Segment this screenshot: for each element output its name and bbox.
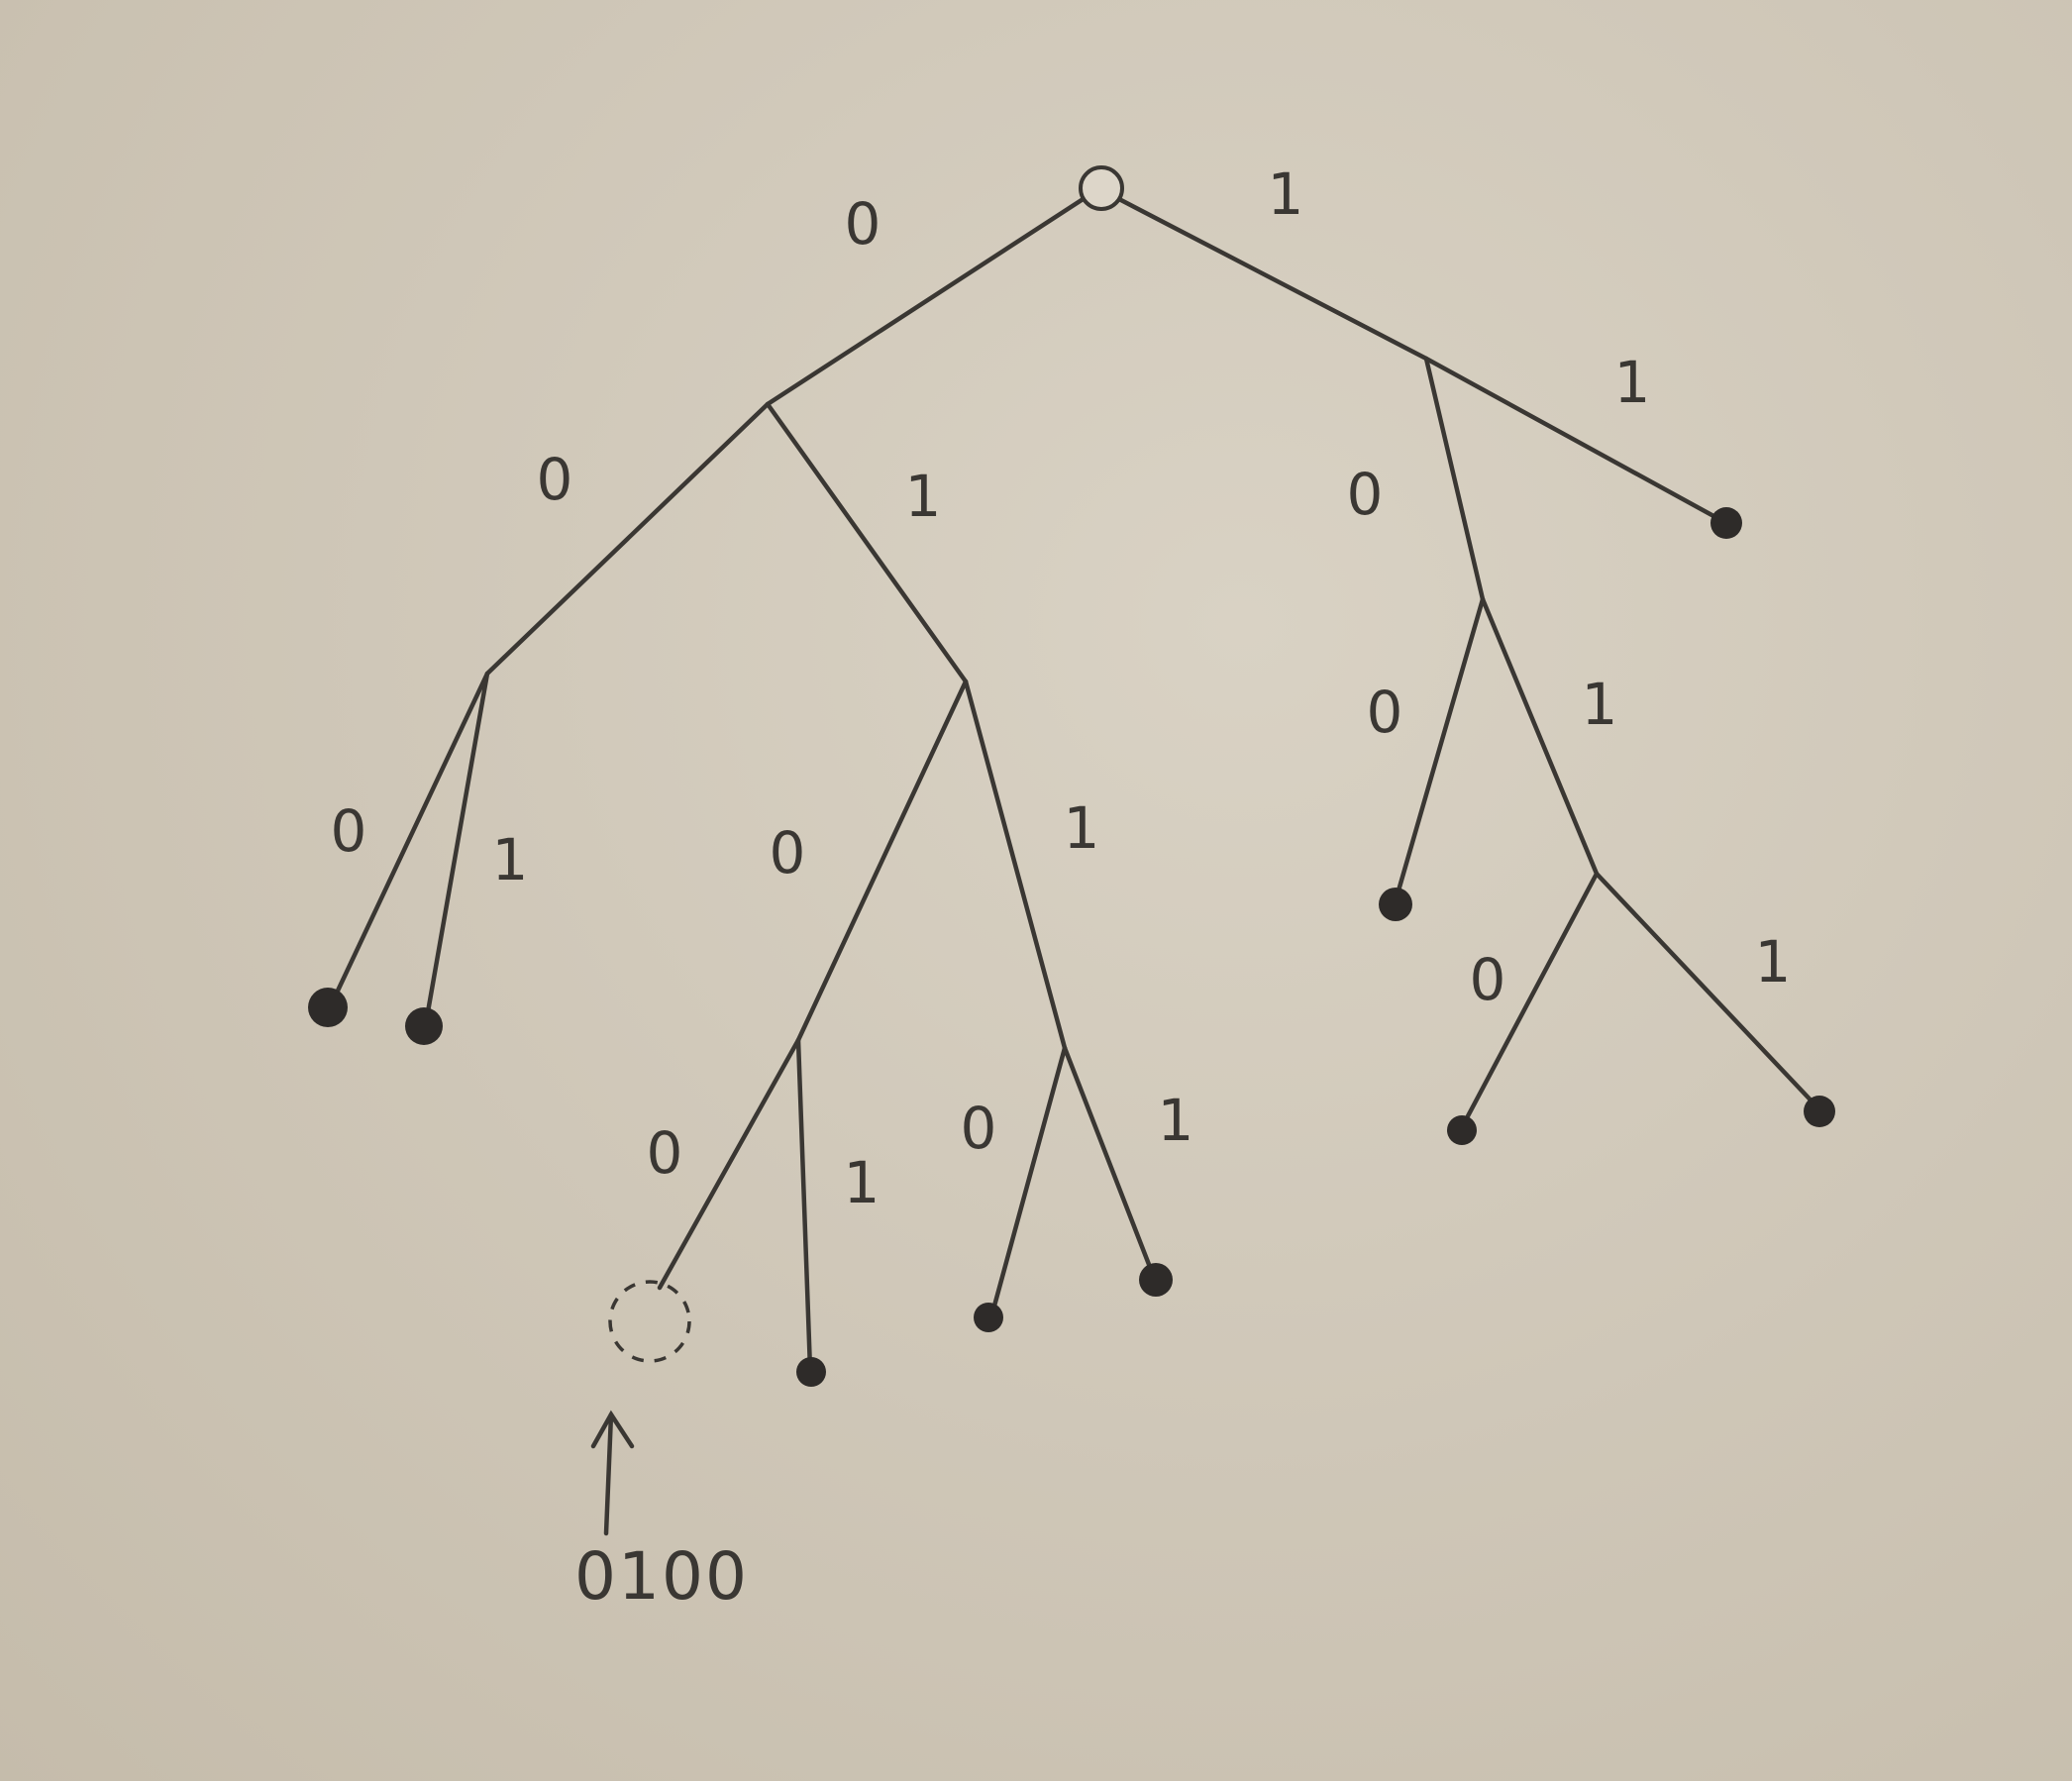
- edge-010-to-0100: [657, 1037, 801, 1291]
- edge-01-to-010: [795, 679, 969, 1043]
- leaf-node-1011: [1804, 1096, 1835, 1127]
- edge-labels: 0 1 0 1 0 1 0 1 0 1 0 1 0 1 0 1 0 1: [331, 160, 1792, 1216]
- edge-10-to-101: [1480, 596, 1600, 877]
- label-n0-right: 1: [905, 463, 942, 530]
- edge-101-to-1011: [1594, 871, 1822, 1112]
- label-n1-right: 1: [1614, 349, 1651, 416]
- edge-011-to-0111: [1062, 1045, 1158, 1283]
- edge-0-to-01: [765, 401, 969, 684]
- label-n101-right: 1: [1755, 928, 1792, 995]
- edge-010-to-0101: [795, 1037, 813, 1373]
- label-n01-right: 1: [1064, 794, 1100, 862]
- leaf-node-0110: [974, 1303, 1003, 1332]
- label-n101-left: 0: [1470, 946, 1506, 1013]
- leaf-node-0111: [1139, 1263, 1173, 1297]
- annotation: 0100: [574, 1410, 749, 1615]
- missing-node-0100: [608, 1280, 691, 1363]
- leaf-node-1010: [1447, 1115, 1477, 1145]
- leaf-node-11: [1710, 507, 1742, 539]
- tree-edges: [328, 195, 1822, 1373]
- edge-00-to-001: [423, 671, 490, 1026]
- leaf-node-001: [405, 1007, 443, 1045]
- label-n010-right: 1: [844, 1149, 881, 1216]
- label-root-right: 1: [1268, 160, 1304, 228]
- root-node: [1079, 165, 1124, 211]
- label-n10-right: 1: [1582, 671, 1618, 738]
- label-n0-left: 0: [537, 446, 573, 513]
- label-n1-left: 0: [1347, 461, 1384, 528]
- edge-1-to-11: [1423, 356, 1729, 526]
- edge-0-to-00: [484, 401, 771, 677]
- arrow-head: [590, 1410, 635, 1449]
- label-n00-right: 1: [492, 826, 529, 893]
- arrow-shaft: [603, 1412, 614, 1536]
- label-n011-right: 1: [1158, 1087, 1194, 1154]
- edge-01-to-011: [963, 679, 1068, 1051]
- edge-10-to-100: [1392, 596, 1486, 907]
- edge-1-to-10: [1423, 356, 1486, 602]
- label-n01-left: 0: [770, 819, 806, 887]
- edge-root-to-0: [765, 195, 1088, 407]
- edge-011-to-0110: [987, 1045, 1068, 1323]
- label-n00-left: 0: [331, 797, 367, 865]
- label-n011-left: 0: [961, 1095, 997, 1162]
- annotation-code-label: 0100: [574, 1538, 749, 1615]
- tree-nodes: [308, 165, 1835, 1387]
- edge-101-to-1010: [1458, 871, 1600, 1132]
- edge-root-to-1: [1114, 195, 1429, 362]
- leaf-node-100: [1379, 888, 1412, 921]
- label-n010-left: 0: [647, 1119, 683, 1187]
- leaf-node-0101: [796, 1357, 826, 1387]
- label-n10-left: 0: [1367, 679, 1403, 746]
- label-root-left: 0: [845, 190, 881, 258]
- edge-00-to-000: [328, 671, 490, 1008]
- leaf-node-000: [308, 988, 348, 1027]
